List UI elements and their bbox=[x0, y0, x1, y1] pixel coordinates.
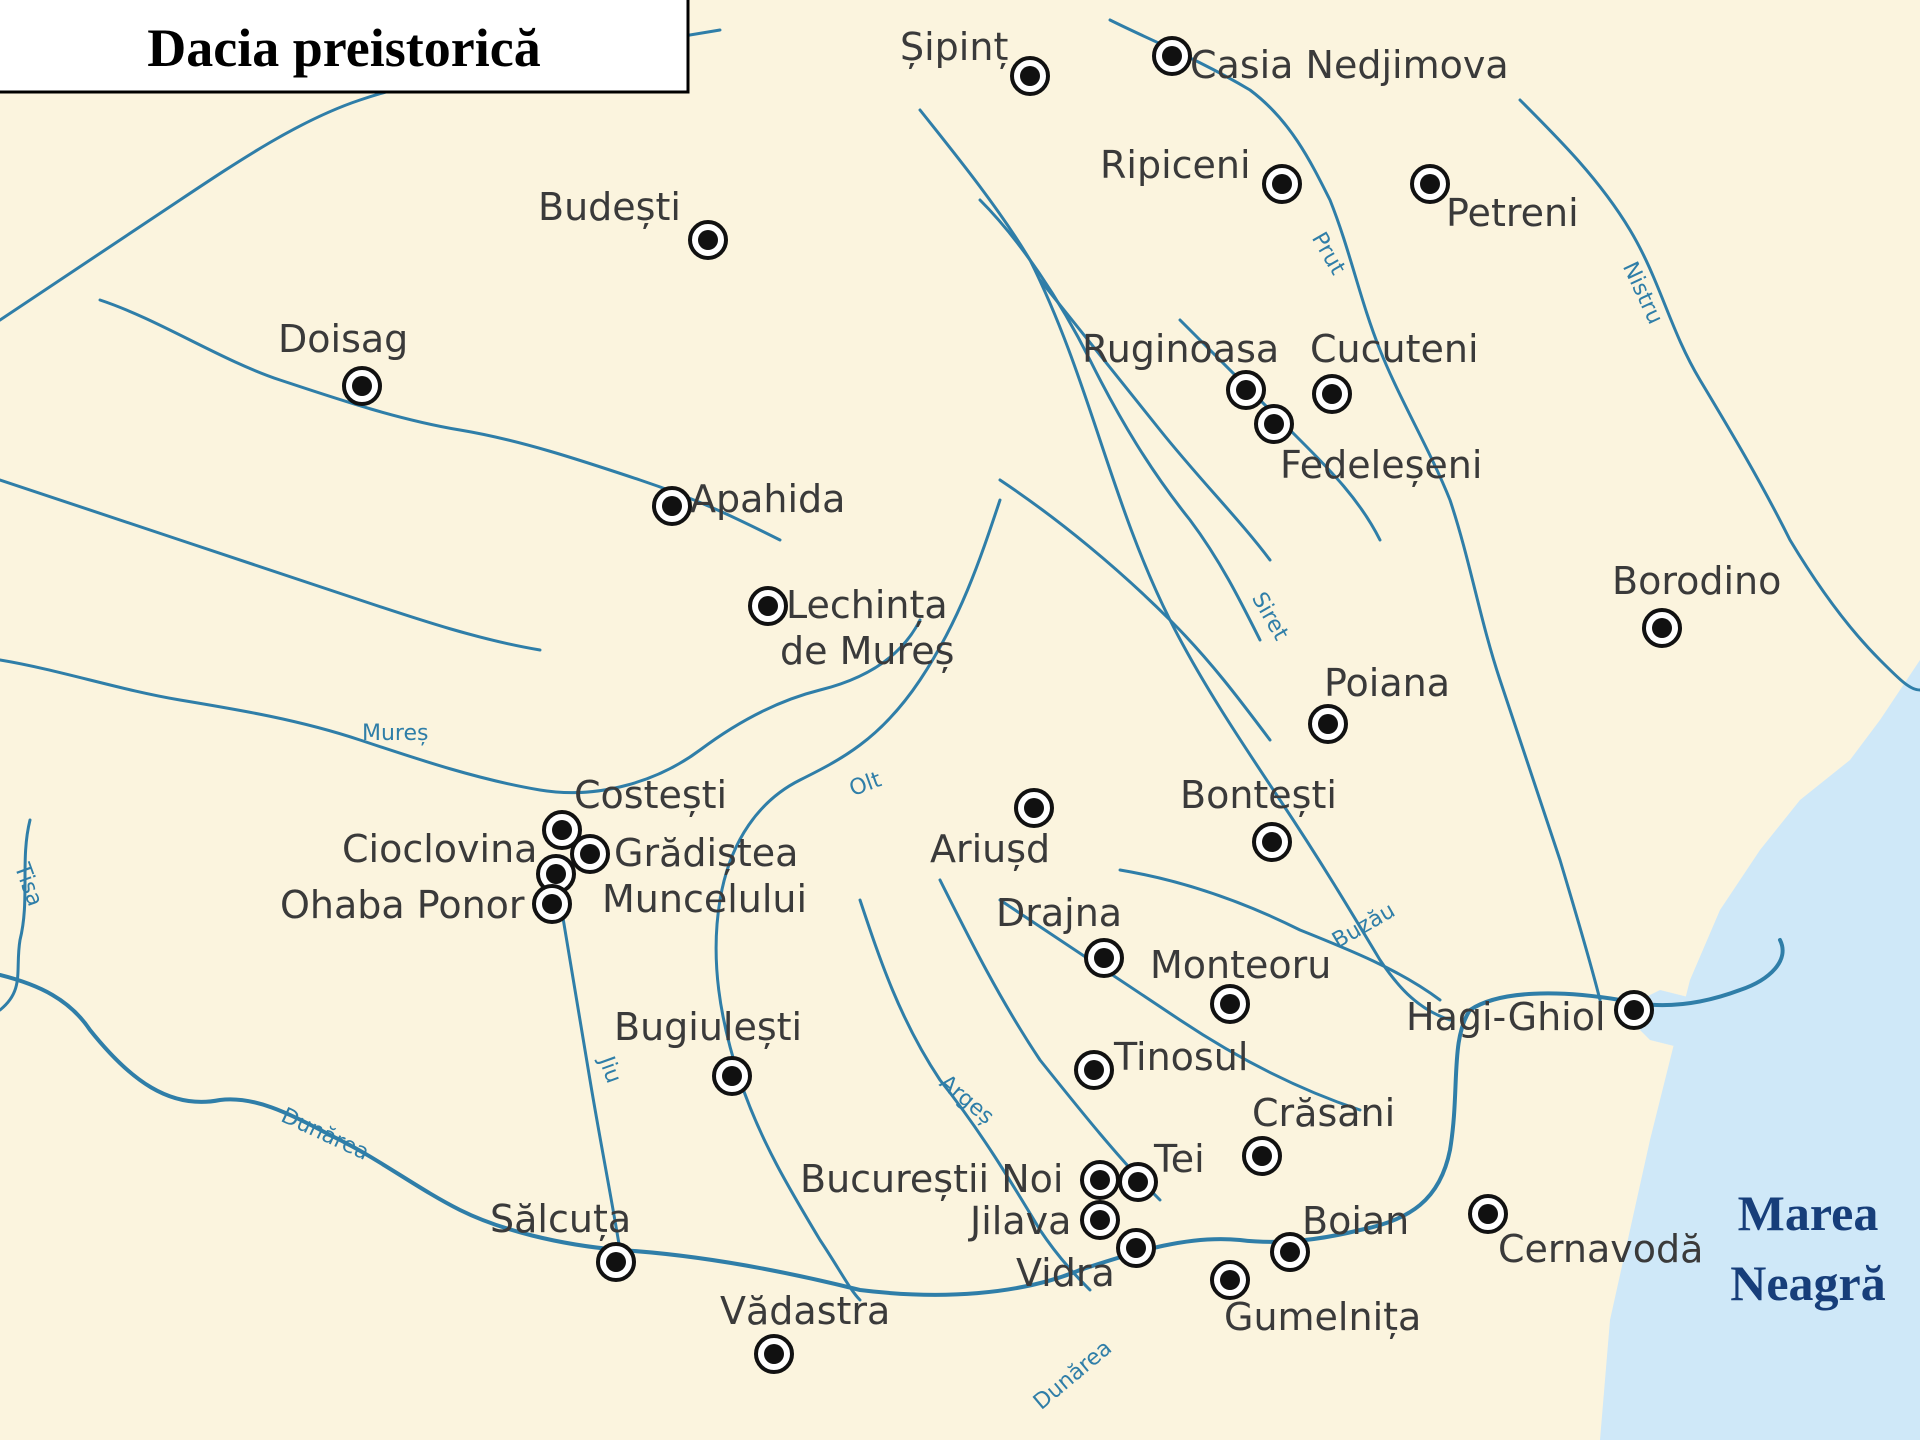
site-label: Ripiceni bbox=[1100, 143, 1251, 187]
tisa-river bbox=[0, 818, 32, 1012]
site-ohaba-ponor[interactable]: Ohaba Ponor bbox=[280, 883, 572, 927]
site-lechinta-de-mures[interactable]: Lechința de Mureș bbox=[748, 583, 954, 673]
site-petreni[interactable]: Petreni bbox=[1410, 164, 1579, 235]
site-label: Drajna bbox=[996, 891, 1122, 935]
river-label-mures: Mureș bbox=[362, 721, 428, 746]
site-label: Monteoru bbox=[1150, 943, 1331, 987]
buzau-river bbox=[1118, 868, 1442, 1002]
site-fedeleseni[interactable]: Fedeleșeni bbox=[1254, 404, 1482, 487]
site-crasani[interactable]: Crăsani bbox=[1242, 1091, 1395, 1176]
danube-river bbox=[0, 938, 1785, 1297]
site-label: Ariușd bbox=[930, 827, 1050, 871]
site-tinosul[interactable]: Tinosul bbox=[1074, 1035, 1248, 1090]
site-label: Sălcuța bbox=[490, 1197, 631, 1241]
site-boian[interactable]: Boian bbox=[1270, 1199, 1409, 1272]
mures-river bbox=[0, 618, 922, 795]
site-bucurestii-noi[interactable]: Bucureștii Noi bbox=[800, 1157, 1120, 1201]
nistru-river bbox=[1518, 98, 1920, 692]
site-label: Costești bbox=[574, 773, 727, 817]
site-borodino[interactable]: Borodino bbox=[1612, 559, 1781, 648]
site-label: Borodino bbox=[1612, 559, 1781, 603]
site-jilava[interactable]: Jilava bbox=[968, 1199, 1120, 1243]
jiu-river bbox=[558, 898, 622, 1252]
site-label-line-1: Lechința bbox=[786, 583, 948, 627]
siret-tributary-3 bbox=[998, 478, 1272, 742]
site-label: Apahida bbox=[690, 477, 845, 521]
site-cucuteni[interactable]: Cucuteni bbox=[1310, 327, 1479, 414]
site-apahida[interactable]: Apahida bbox=[652, 477, 845, 526]
black-sea bbox=[1600, 660, 1920, 1440]
site-label: Fedeleșeni bbox=[1280, 443, 1482, 487]
olt-river bbox=[714, 498, 1002, 1302]
site-costesti[interactable]: Costești bbox=[542, 773, 727, 850]
site-label: Tinosul bbox=[1113, 1035, 1248, 1079]
site-vadastra[interactable]: Vădastra bbox=[720, 1289, 890, 1374]
site-sipint[interactable]: Șipinț bbox=[900, 25, 1050, 96]
site-drajna[interactable]: Drajna bbox=[996, 891, 1124, 978]
site-label: Doisag bbox=[278, 317, 408, 361]
site-label: Petreni bbox=[1446, 191, 1579, 235]
site-label: Ruginoasa bbox=[1082, 327, 1279, 371]
site-label: Șipinț bbox=[900, 25, 1008, 69]
site-label-line-2: Muncelului bbox=[602, 877, 807, 921]
site-vidra[interactable]: Vidra bbox=[1016, 1228, 1156, 1295]
site-label: Budești bbox=[538, 185, 681, 229]
site-ripiceni[interactable]: Ripiceni bbox=[1100, 143, 1302, 204]
site-hagi-ghiol[interactable]: Hagi-Ghiol bbox=[1406, 990, 1654, 1039]
site-budesti[interactable]: Budești bbox=[538, 185, 728, 260]
site-label: Cucuteni bbox=[1310, 327, 1479, 371]
site-label: Ohaba Ponor bbox=[280, 883, 525, 927]
site-label: Tei bbox=[1153, 1137, 1205, 1181]
site-poiana[interactable]: Poiana bbox=[1308, 661, 1450, 744]
site-label: Cernavodă bbox=[1498, 1227, 1703, 1271]
site-label: Vădastra bbox=[720, 1289, 890, 1333]
ialomita-river bbox=[998, 898, 1362, 1112]
site-gumelnita[interactable]: Gumelnița bbox=[1210, 1260, 1421, 1339]
site-ariusd[interactable]: Ariușd bbox=[930, 788, 1054, 871]
map-title: Dacia preistorică bbox=[147, 18, 540, 78]
site-label: Bucureștii Noi bbox=[800, 1157, 1063, 1201]
site-doisag[interactable]: Doisag bbox=[278, 317, 408, 406]
site-label-line-1: Grădiștea bbox=[614, 831, 798, 875]
dambovita-river bbox=[938, 878, 1162, 1202]
site-label: Bugiulești bbox=[614, 1005, 802, 1049]
sea-label-line-2: Neagră bbox=[1730, 1255, 1886, 1311]
prut-river bbox=[1108, 18, 1602, 1002]
site-label: Crăsani bbox=[1252, 1091, 1395, 1135]
site-gradistea-muncelului[interactable]: Grădiștea Muncelului bbox=[570, 831, 807, 921]
site-label: Hagi-Ghiol bbox=[1406, 995, 1606, 1039]
site-cioclovina[interactable]: Cioclovina bbox=[342, 827, 576, 894]
site-salcuta[interactable]: Sălcuța bbox=[490, 1197, 636, 1282]
site-bontesti[interactable]: Bontești bbox=[1180, 773, 1337, 862]
site-label: Gumelnița bbox=[1224, 1295, 1421, 1339]
site-label: Poiana bbox=[1324, 661, 1450, 705]
cris-river bbox=[0, 478, 542, 652]
site-casia-nedjimova[interactable]: Casia Nedjimova bbox=[1152, 36, 1509, 87]
siret-tributary-2 bbox=[1038, 278, 1272, 562]
site-tei[interactable]: Tei bbox=[1118, 1137, 1205, 1202]
site-label: Casia Nedjimova bbox=[1190, 43, 1509, 87]
site-monteoru[interactable]: Monteoru bbox=[1150, 943, 1331, 1024]
site-cernavoda[interactable]: Cernavodă bbox=[1468, 1194, 1703, 1271]
site-bugiulesti[interactable]: Bugiulești bbox=[614, 1005, 802, 1096]
sea-label-line-1: Marea bbox=[1738, 1185, 1879, 1241]
site-label: Vidra bbox=[1016, 1251, 1115, 1295]
arges-river bbox=[858, 898, 1092, 1292]
siret-tributary-1 bbox=[978, 198, 1262, 642]
site-label-line-2: de Mureș bbox=[780, 629, 954, 673]
site-label: Cioclovina bbox=[342, 827, 537, 871]
title-box: Dacia preistorică bbox=[0, 0, 690, 94]
site-label: Jilava bbox=[968, 1199, 1071, 1243]
bahlui-river bbox=[1178, 318, 1382, 542]
site-label: Boian bbox=[1302, 1199, 1409, 1243]
site-label: Bontești bbox=[1180, 773, 1337, 817]
site-ruginoasa[interactable]: Ruginoasa bbox=[1082, 327, 1279, 410]
